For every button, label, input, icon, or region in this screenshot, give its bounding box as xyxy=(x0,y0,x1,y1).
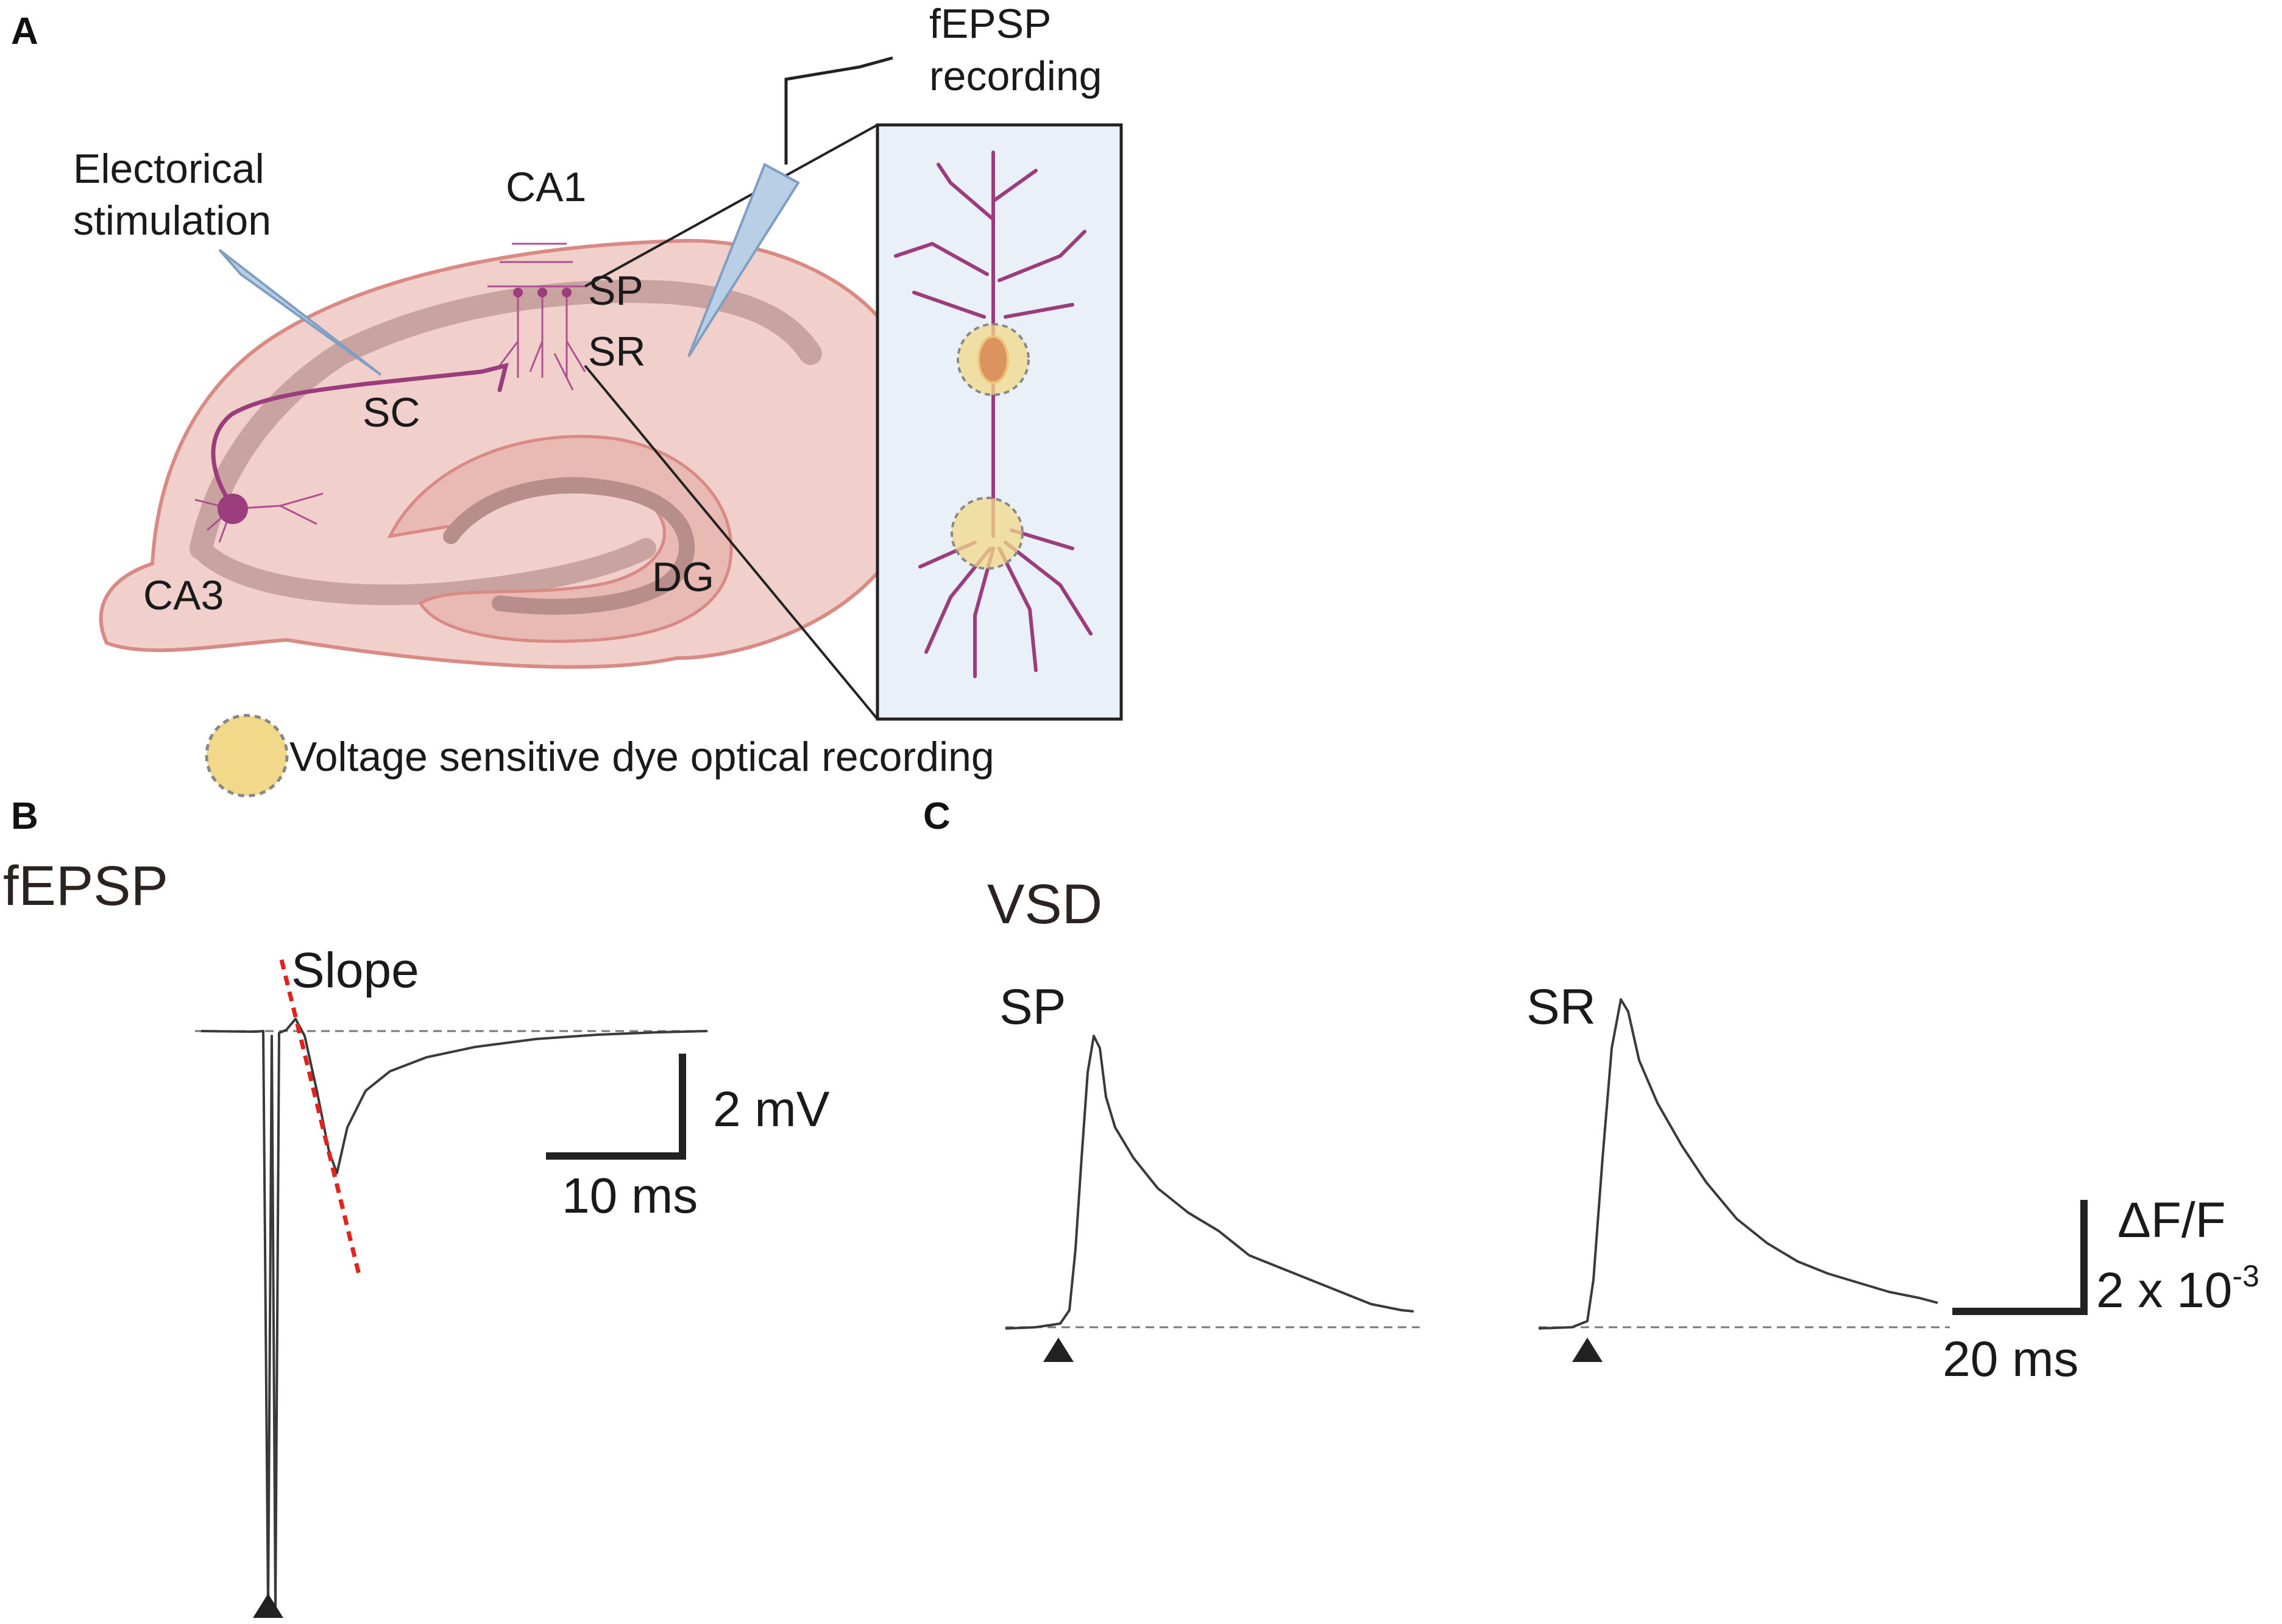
vsd-sr-trace xyxy=(1538,998,1938,1330)
vsd-scale-y-label-line2: 2 x 10-3 xyxy=(2096,1259,2259,1318)
ca3-neuron xyxy=(194,363,509,543)
stimulation-electrode xyxy=(218,249,382,376)
neuron-soma-overlay xyxy=(980,338,1007,381)
vsd-sr-label: SR xyxy=(1526,979,1596,1035)
ca3-dendrites xyxy=(194,492,324,543)
legend-label: Voltage sensitive dye optical recording xyxy=(289,734,994,780)
region-ca3-label: CA3 xyxy=(143,572,224,619)
stim-label-line1: Electorical xyxy=(73,146,264,192)
panel-b-letter: B xyxy=(11,795,38,837)
region-dg-label: DG xyxy=(652,554,714,600)
ca3-soma xyxy=(218,494,248,524)
rec-electrode-wire xyxy=(784,56,893,165)
layer-sr-label: SR xyxy=(588,328,645,375)
stim-label-line2: stimulation xyxy=(73,197,271,244)
vsd-scale-x-label: 20 ms xyxy=(1943,1331,2078,1387)
stimulus-marker-sr xyxy=(1572,1338,1603,1362)
panel-a: A xyxy=(11,1,1123,798)
hippocampus-slice xyxy=(99,238,900,669)
inset-neuron-panel xyxy=(584,123,1123,721)
ca3-lower-band xyxy=(191,538,656,606)
schaffer-collateral-axon xyxy=(211,363,509,511)
stimulus-marker-sp xyxy=(1043,1338,1074,1362)
vsd-sp-trace xyxy=(1005,1035,1414,1330)
panel-c: C VSD SP SR ΔF/F 2 x 10-3 20 ms xyxy=(923,795,2259,1387)
legend-roi-icon xyxy=(205,714,289,798)
panel-b-title: fEPSP xyxy=(3,855,168,917)
panel-b: B fEPSP Slope 2 mV 10 ms xyxy=(3,795,830,1618)
stimulus-marker-b xyxy=(253,1594,283,1618)
vsd-scale-y-label-line1: ΔF/F xyxy=(2117,1193,2226,1248)
inset-connector-top xyxy=(584,124,878,288)
region-ca1-label: CA1 xyxy=(506,164,586,210)
ca1-pyramidal-cells xyxy=(487,243,586,391)
legend: Voltage sensitive dye optical recording xyxy=(205,714,994,798)
panel-c-letter: C xyxy=(923,795,951,837)
vsd-scalebar xyxy=(1952,1200,2088,1315)
recording-electrode xyxy=(687,56,893,358)
fepsp-scale-y-label: 2 mV xyxy=(713,1082,830,1137)
inset-box xyxy=(876,123,1123,721)
dg-granule-layer xyxy=(443,477,695,615)
layer-sp-label: SP xyxy=(588,268,643,314)
ca-cell-layer xyxy=(190,280,822,560)
rec-label-line1: fEPSP xyxy=(929,1,1051,47)
roi-dendrite xyxy=(951,497,1024,570)
vsd-scale-y-exponent: -3 xyxy=(2232,1259,2259,1293)
rec-label-line2: recording xyxy=(929,53,1102,99)
vsd-scale-y-mantissa: 2 x 10 xyxy=(2096,1263,2232,1318)
slope-label: Slope xyxy=(291,943,419,998)
stim-electrode-icon xyxy=(218,249,382,376)
panel-c-title: VSD xyxy=(987,873,1102,935)
fepsp-scale-x-label: 10 ms xyxy=(562,1168,698,1224)
inset-connector-bottom xyxy=(584,364,879,720)
slope-line xyxy=(279,959,362,1277)
pathway-sc-label: SC xyxy=(363,389,420,436)
panel-a-letter: A xyxy=(11,10,38,52)
vsd-sp-label: SP xyxy=(999,979,1066,1035)
rec-electrode-icon xyxy=(687,163,800,358)
fepsp-trace xyxy=(200,1018,707,1610)
fepsp-scalebar xyxy=(546,1054,686,1160)
